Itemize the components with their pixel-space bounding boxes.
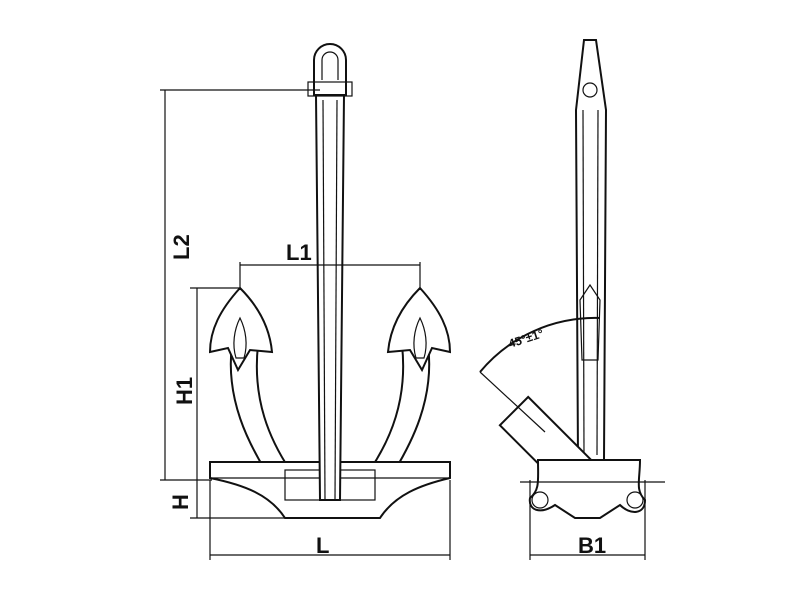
dim-label-L2: L2	[169, 234, 194, 260]
shackle-pin	[307, 81, 353, 97]
dim-label-H: H	[168, 494, 193, 510]
shank-inner-line	[334, 99, 338, 501]
shank-inner-line	[322, 99, 326, 501]
right-fluke-slot	[413, 316, 427, 359]
left-fluke-slot	[233, 316, 247, 359]
shackle-eye	[321, 51, 339, 80]
angle-arc	[479, 316, 601, 373]
side-crown	[528, 459, 647, 519]
side-shank	[574, 39, 608, 461]
dim-label-L1: L1	[286, 240, 312, 265]
dim-label-B1: B1	[578, 533, 606, 558]
side-view	[479, 39, 665, 519]
shank	[314, 94, 346, 501]
dimension-lines	[160, 89, 646, 560]
dim-label-H1: H1	[172, 377, 197, 405]
side-shackle-hole	[582, 82, 598, 98]
left-fluke	[208, 286, 274, 373]
front-view	[208, 43, 452, 519]
side-fluke	[579, 283, 601, 361]
dim-label-L: L	[316, 533, 329, 558]
angle-label: 45°±1°	[507, 326, 546, 351]
right-fluke	[386, 286, 452, 373]
